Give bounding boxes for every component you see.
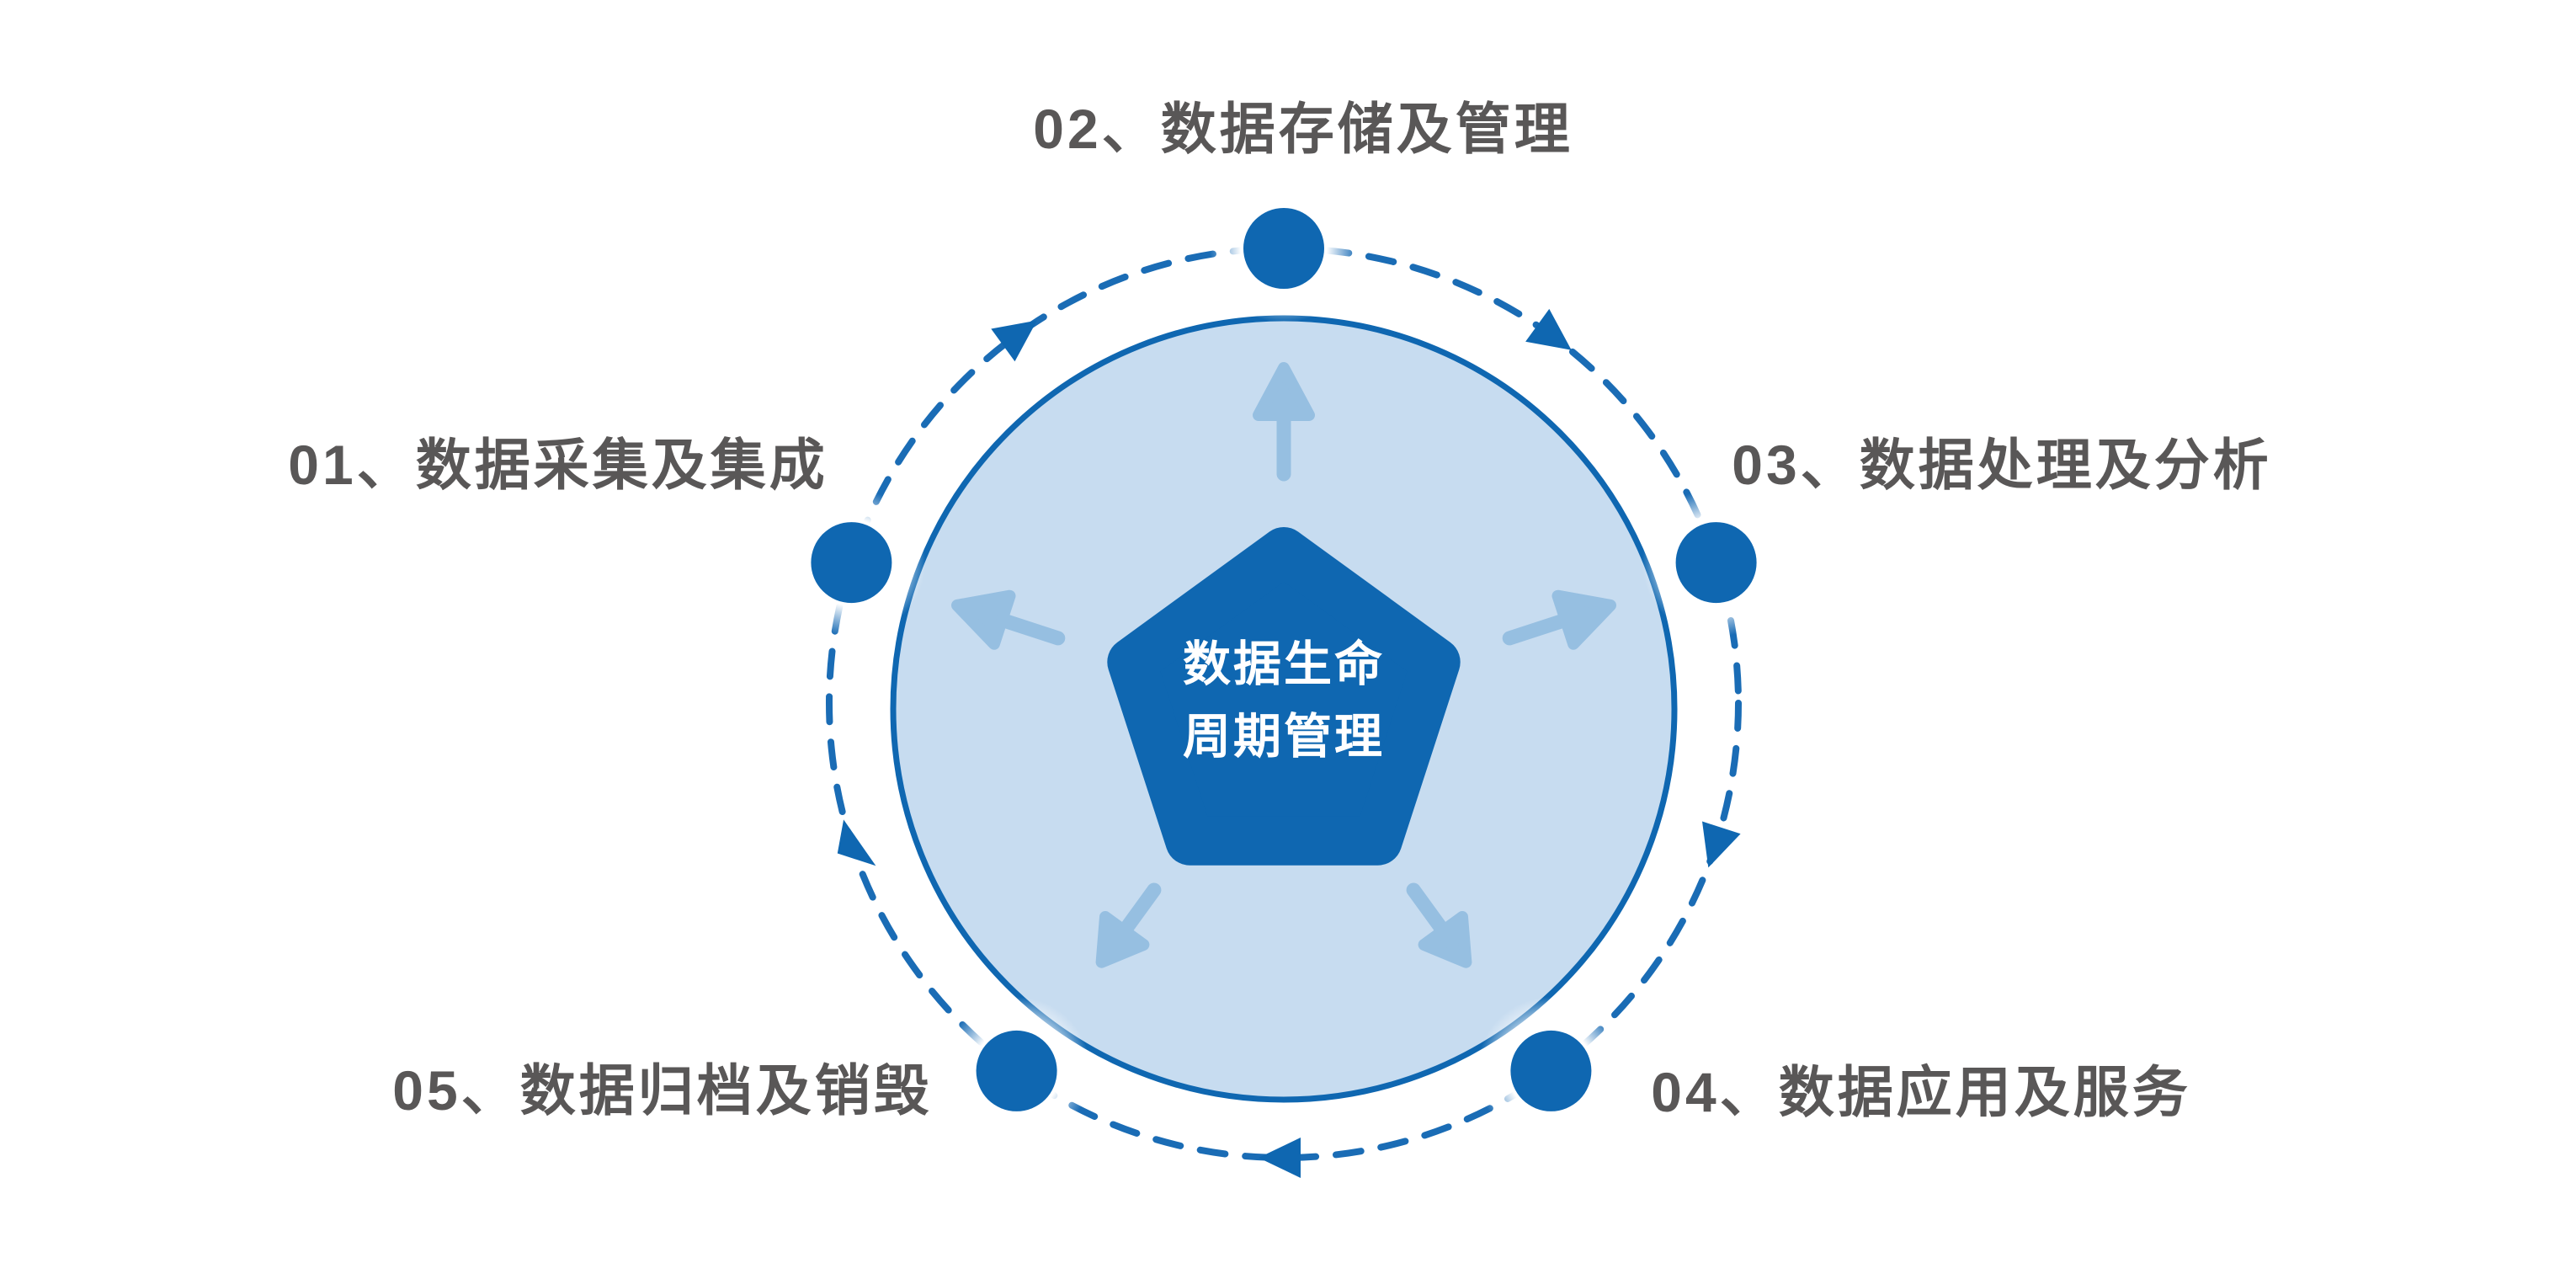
node-dot-03 (1675, 522, 1757, 604)
inner-arrows (951, 362, 1616, 968)
flow-arrowhead-05-to-01 (837, 819, 876, 866)
inner-arrow-upper-right (1502, 589, 1616, 650)
stage-label-02: 02、数据存储及管理 (1033, 98, 1573, 160)
node-dot-01 (811, 522, 892, 604)
stage-label-04: 04、数据应用及服务 (1651, 1061, 2191, 1123)
center-title-line1: 数据生命 (1183, 637, 1385, 691)
center-title-line2: 周期管理 (1183, 710, 1385, 764)
flow-arrowhead-02-to-03 (1525, 308, 1572, 350)
node-dot-02 (1243, 208, 1324, 289)
node-dot-05 (976, 1030, 1057, 1111)
center-pentagon (1107, 527, 1461, 866)
inner-arrow-lower-left (1095, 882, 1162, 968)
center-title: 数据生命 周期管理 (1183, 628, 1385, 773)
flow-arrowhead-03-to-04 (1702, 821, 1741, 868)
stage-label-03: 03、数据处理及分析 (1732, 434, 2272, 496)
flow-arrowhead-01-to-02 (991, 320, 1037, 362)
inner-arrow-upper-left (951, 589, 1066, 650)
flow-arrowhead-04-to-05 (1259, 1138, 1301, 1178)
inner-arrow-lower-right (1406, 882, 1472, 968)
inner-arrow-up (1253, 362, 1315, 482)
stage-label-05: 05、数据归档及销毁 (392, 1059, 933, 1122)
node-dot-04 (1510, 1030, 1592, 1111)
stage-label-01: 01、数据采集及集成 (288, 434, 828, 496)
